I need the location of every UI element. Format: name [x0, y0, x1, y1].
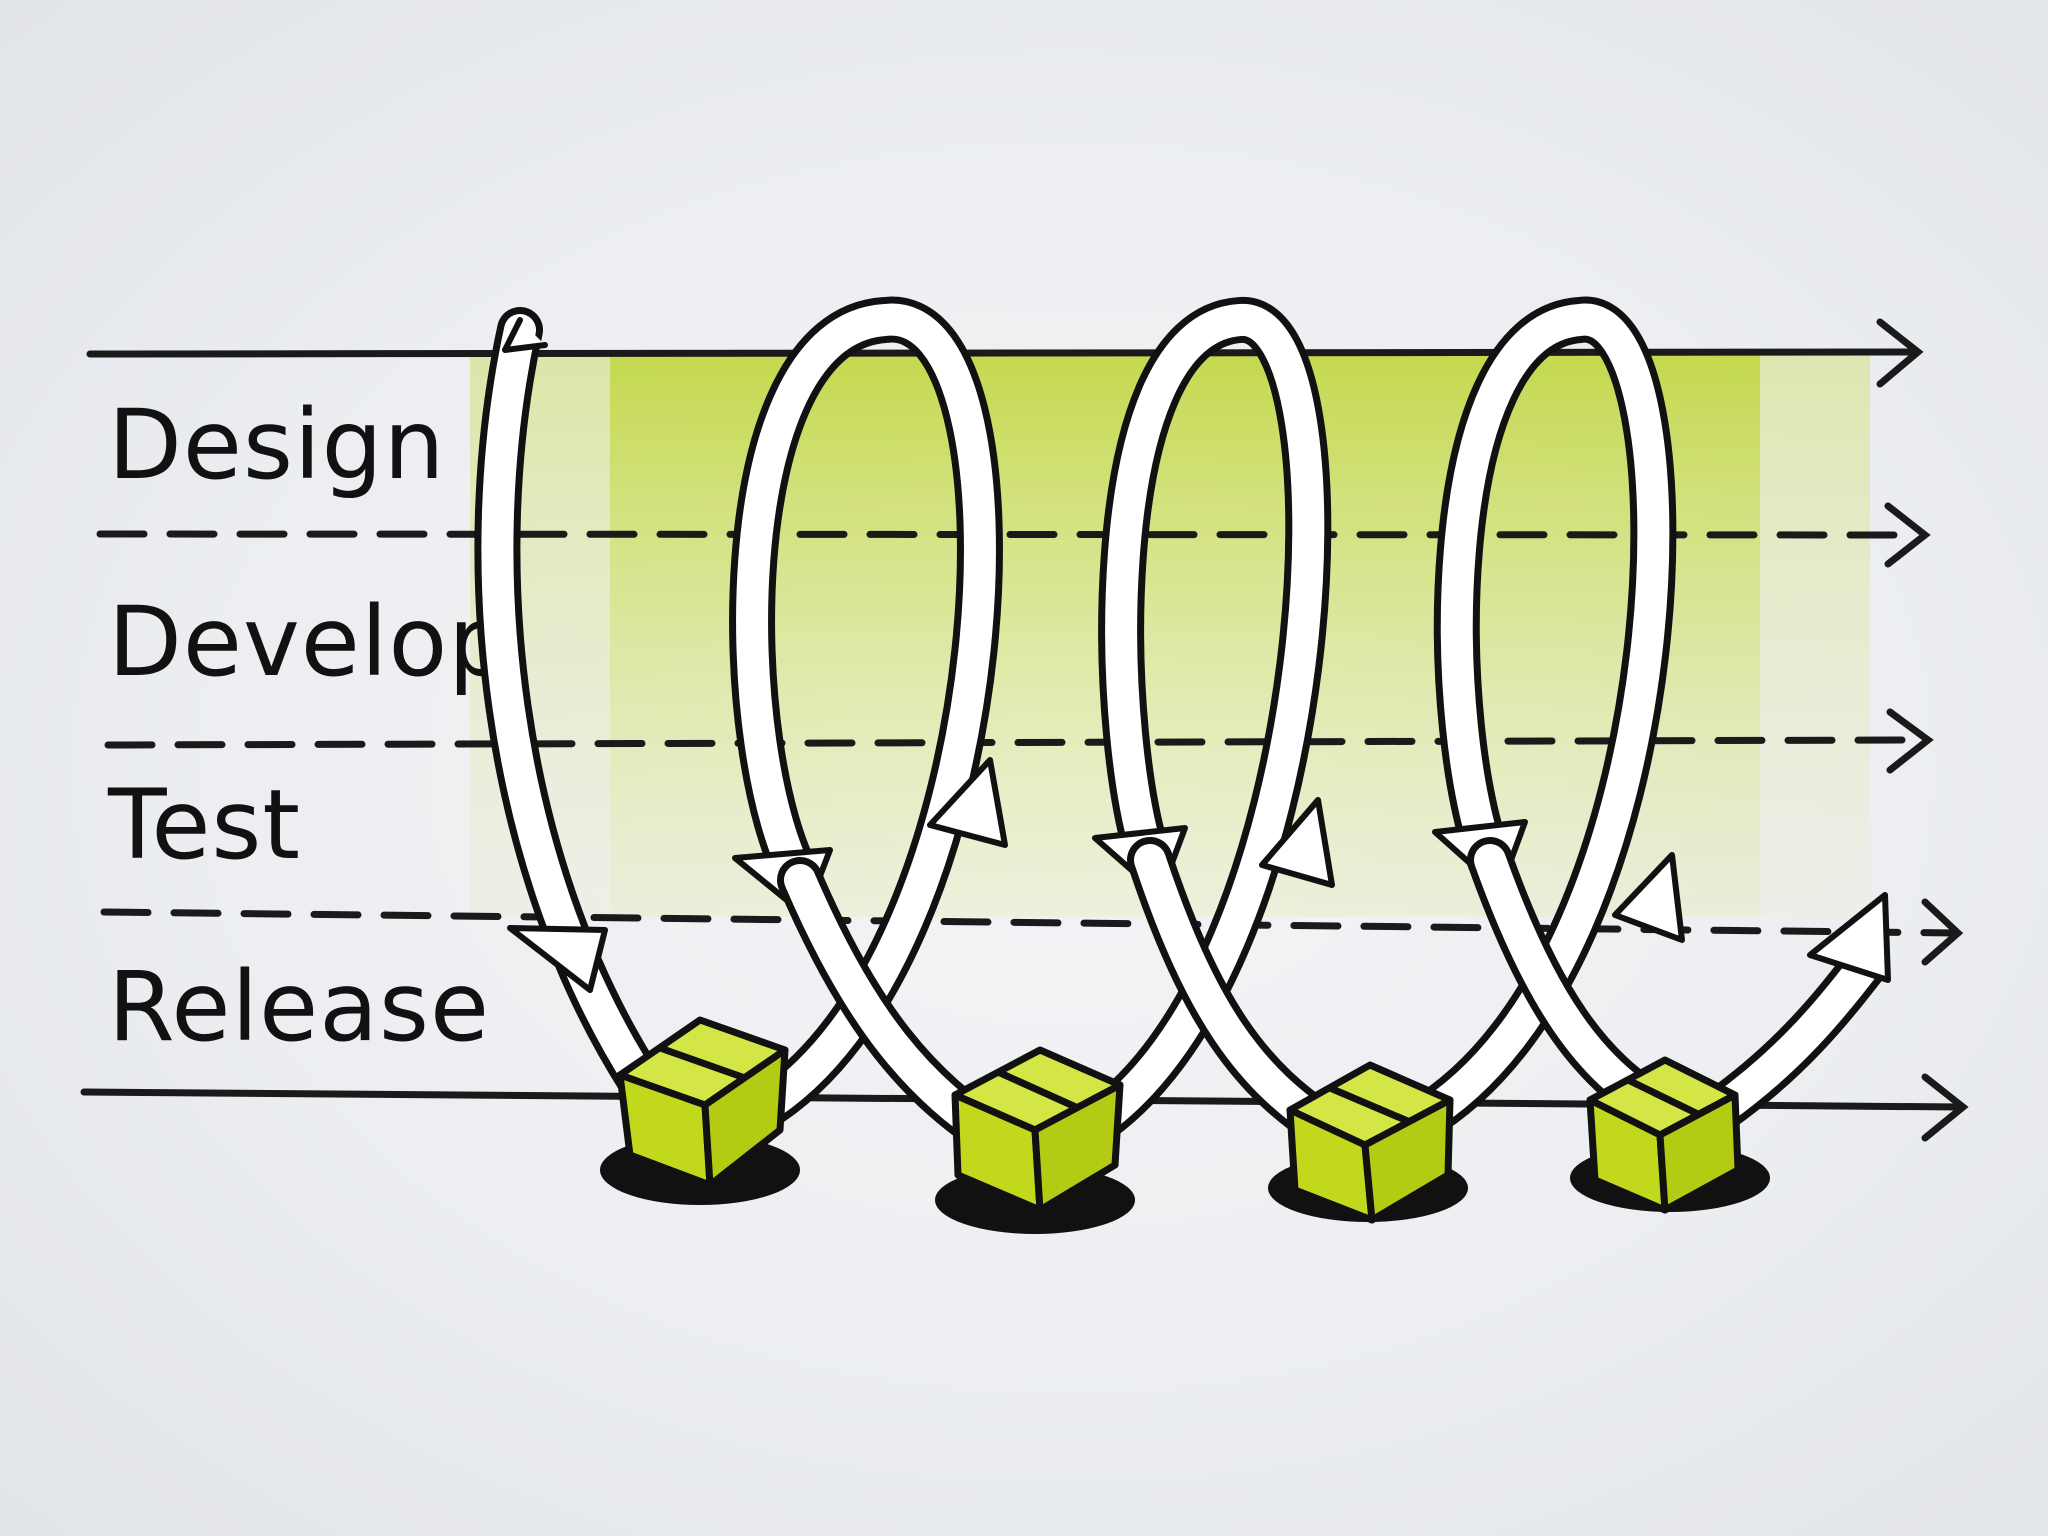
lane-band-fade-right [1760, 352, 1870, 917]
release-box-1 [616, 1016, 789, 1189]
lane-label-design: Design [108, 389, 445, 501]
loop-3-up-arrowhead [1612, 852, 1685, 943]
design-develop-arrowhead [1884, 502, 1931, 568]
release-boxes [616, 1016, 1742, 1224]
loop-2-up-arrowhead [1259, 797, 1335, 888]
loop-2-arrow [1062, 297, 1353, 1153]
test-release-arrowhead [1921, 898, 1964, 966]
lane-label-test: Test [107, 769, 301, 881]
final-out-arrow [1697, 892, 1891, 1133]
first-cycle-arrow [474, 307, 663, 1103]
first-cycle-arrowhead [507, 925, 608, 993]
lane-label-release: Release [108, 951, 490, 1063]
release-box-4 [1586, 1056, 1742, 1214]
develop-test-arrowhead [1886, 708, 1934, 774]
release-box-2 [951, 1046, 1124, 1214]
loop-1-up-arrowhead [927, 757, 1008, 848]
top-boundary-arrowhead [1876, 318, 1924, 388]
lane-label-develop: Develop [108, 586, 510, 698]
design-develop-divider [96, 530, 1919, 539]
lane-labels: Design Develop Test Release [107, 389, 510, 1063]
final-out-arrowhead [1807, 892, 1891, 983]
bottom-boundary-arrowhead [1921, 1073, 1969, 1142]
release-box-3 [1286, 1061, 1454, 1224]
cycle-arrows [474, 296, 1891, 1163]
